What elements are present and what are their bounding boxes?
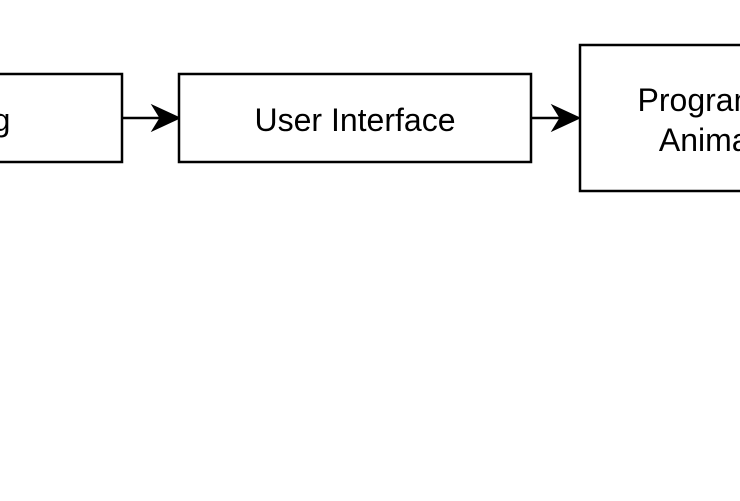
node-programmed-animation-label-line2: Animation — [659, 122, 740, 158]
node-capturing-label: Capturing — [0, 102, 10, 138]
node-capturing: Capturing — [0, 72, 124, 164]
edge-capturing-to-user-interface — [122, 103, 182, 133]
edge-user-interface-to-programmed-animation — [531, 103, 582, 133]
node-user-interface-box — [177, 72, 533, 164]
node-user-interface-label: User Interface — [255, 102, 456, 138]
node-user-interface: User Interface — [177, 72, 533, 164]
node-programmed-animation-box — [578, 43, 740, 193]
node-programmed-animation-label-line1: Programmed — [638, 82, 740, 118]
arrowhead-icon — [550, 103, 582, 133]
node-capturing-box — [0, 72, 124, 164]
arrowhead-icon — [150, 103, 182, 133]
node-programmed-animation: Programmed Animation — [578, 43, 740, 193]
